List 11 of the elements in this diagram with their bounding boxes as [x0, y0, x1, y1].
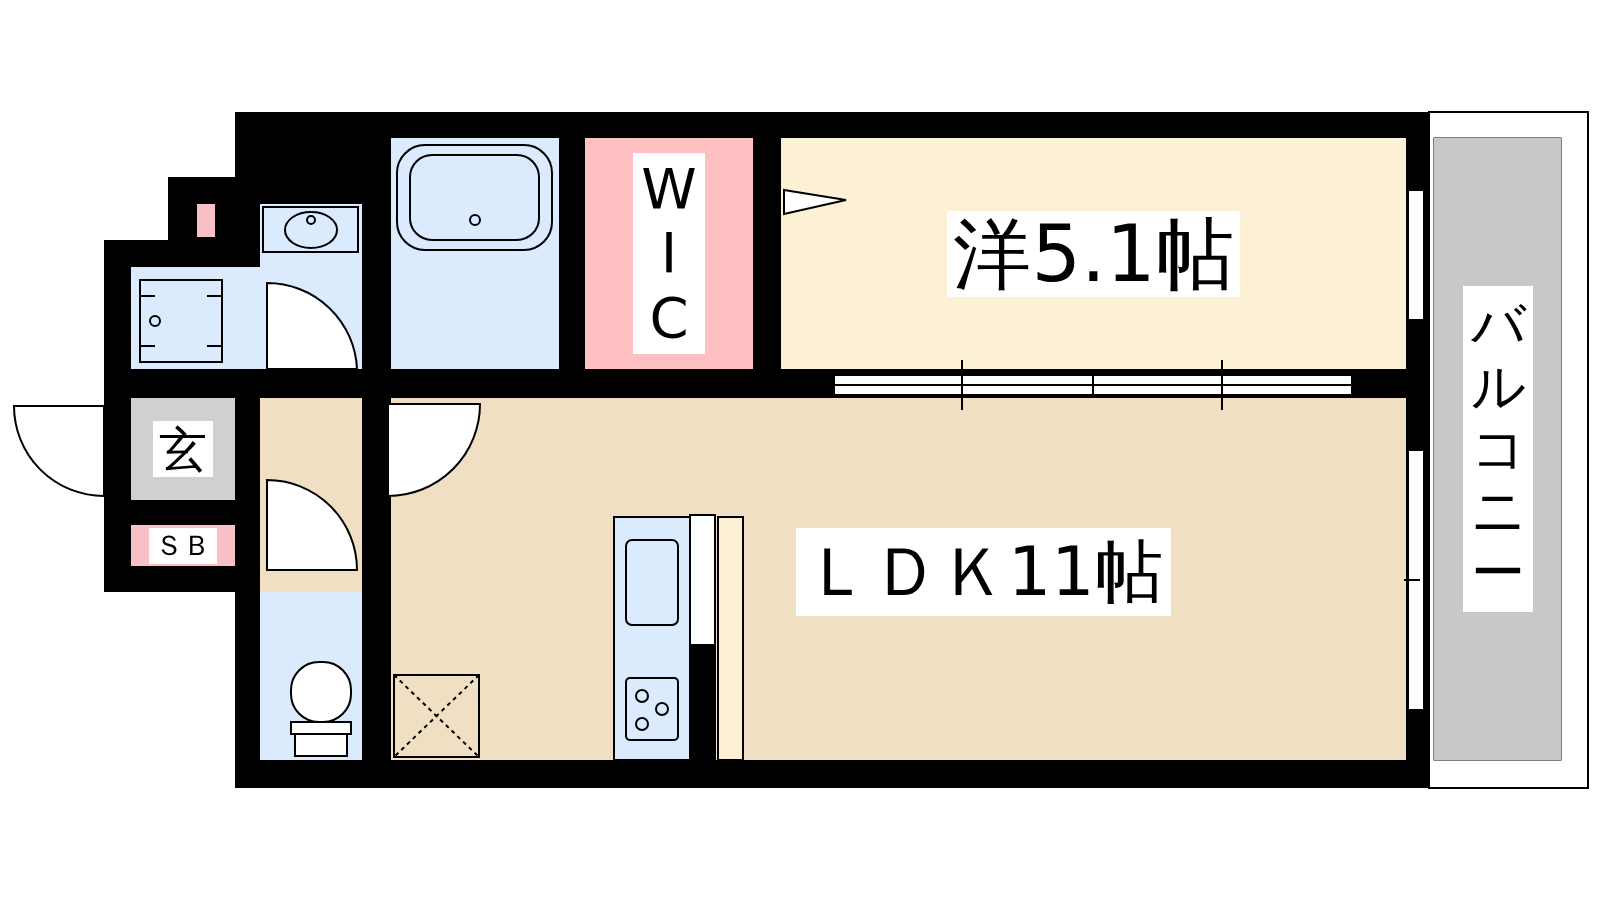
room-label: バルコニー — [1462, 285, 1533, 613]
room-label: 玄 — [153, 421, 213, 477]
room-area — [131, 398, 235, 500]
room-label: ＳＢ — [149, 527, 217, 564]
room-label: 洋5.1帖 — [947, 210, 1240, 297]
room-label: W I C — [633, 152, 705, 355]
room-area — [585, 138, 753, 369]
balcony-area — [1434, 138, 1561, 760]
room-area — [131, 525, 235, 566]
room-label: ＬＤＫ11帖 — [796, 528, 1171, 616]
room-area — [781, 138, 1406, 369]
